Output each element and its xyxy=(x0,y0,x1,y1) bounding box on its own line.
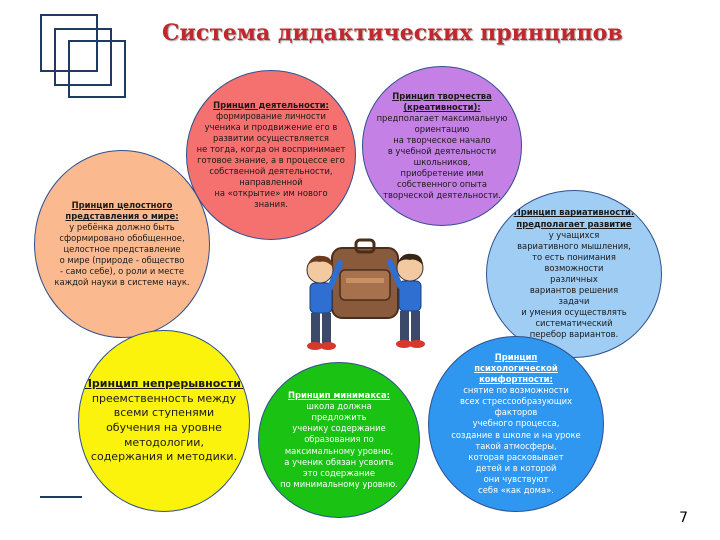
principle-variative-text: у учащихся вариативного мышления, то ест… xyxy=(517,229,631,340)
principle-psych-circle: Принцип психологической комфортности: сн… xyxy=(428,336,604,512)
nested-squares-logo xyxy=(40,14,130,100)
page-number: 7 xyxy=(679,510,688,526)
principle-integral-heading: Принцип целостного представления о мире: xyxy=(65,199,179,221)
principle-continuity-heading: Принцип непрерывности: xyxy=(82,377,246,391)
principle-creativity-heading: Принцип творчества (креативности): xyxy=(392,90,492,112)
principle-psych-text: снятие по возможности всех стрессообразу… xyxy=(451,385,581,496)
principle-variative-circle: Принцип вариативности: предполагает разв… xyxy=(486,190,662,358)
principle-psych-heading: Принцип психологической комфортности: xyxy=(474,351,558,385)
principle-creativity-text: предполагает максимальную ориентацию на … xyxy=(376,112,508,201)
principle-minimax-circle: Принцип минимакса: школа должна предложи… xyxy=(258,362,420,518)
principle-activity-heading: Принцип деятельности: xyxy=(213,99,329,110)
principle-integral-circle: Принцип целостного представления о мире:… xyxy=(34,150,210,338)
principle-activity-text: формирование личности ученика и продвиже… xyxy=(196,110,346,210)
principle-variative-heading: Принцип вариативности: предполагает разв… xyxy=(513,207,635,229)
principle-minimax-text: школа должна предложить ученику содержан… xyxy=(280,401,398,489)
principle-creativity-circle: Принцип творчества (креативности): предп… xyxy=(362,66,522,226)
principle-continuity-text: преемственность между всеми ступенями об… xyxy=(90,391,238,464)
principle-integral-text: у ребёнка должно быть сформировано обобщ… xyxy=(54,221,190,288)
principle-minimax-heading: Принцип минимакса: xyxy=(288,390,390,401)
slide-title: Система дидактических принципов xyxy=(162,20,623,46)
divider-line xyxy=(40,496,82,498)
principle-activity-circle: Принцип деятельности: формирование лично… xyxy=(186,70,356,240)
principle-continuity-circle: Принцип непрерывности: преемственность м… xyxy=(78,330,250,512)
kids-with-backpack-illustration xyxy=(306,238,425,350)
